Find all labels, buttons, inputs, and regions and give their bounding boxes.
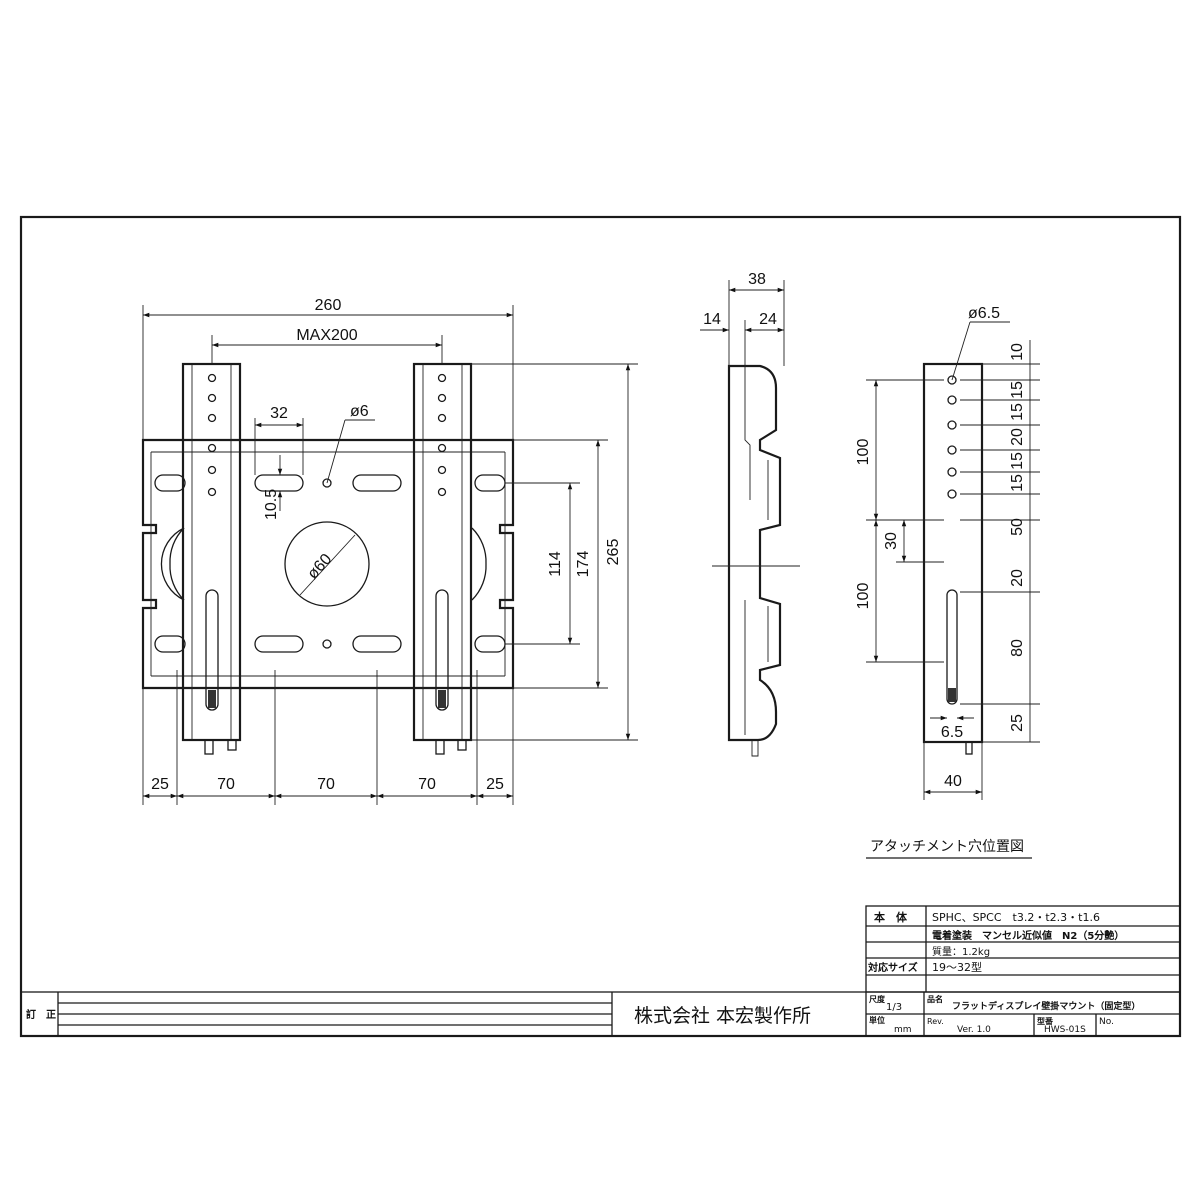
body-material: SPHC、SPCC t3.2・t2.3・t1.6 — [932, 911, 1100, 924]
dim-32: 32 — [270, 405, 288, 422]
scale-label: 尺度 — [869, 994, 886, 1004]
dim-r25: 25 — [1009, 714, 1026, 732]
attachment-plate — [922, 362, 984, 744]
model-label: 型番 — [1037, 1016, 1054, 1026]
slot — [352, 635, 402, 653]
dim-max200: MAX200 — [296, 327, 357, 344]
side-view: 38 14 24 — [700, 271, 800, 757]
body-label: 本 体 — [874, 910, 908, 924]
slot — [254, 635, 304, 653]
dim-r15d: 15 — [1009, 474, 1026, 492]
dim-24: 24 — [759, 311, 777, 328]
slot — [352, 474, 402, 492]
unit-label: 単位 — [869, 1015, 885, 1025]
title-block: 本 体 SPHC、SPCC t3.2・t2.3・t1.6 電着塗装 マンセル近似… — [20, 905, 1181, 1037]
right-arm-slot — [435, 589, 449, 711]
hole — [322, 639, 332, 649]
dim-265: 265 — [605, 539, 622, 566]
mass: 質量：1.2kg — [932, 945, 990, 958]
dim-l100b: 100 — [855, 583, 872, 610]
dim-r15b: 15 — [1009, 403, 1026, 421]
scale-value: 1/3 — [886, 1002, 902, 1013]
dim-w6-5: 6.5 — [941, 724, 963, 741]
dim-114: 114 — [547, 551, 564, 577]
right-arm-holes — [437, 373, 447, 497]
slot — [254, 474, 304, 492]
size-label: 対応サイズ — [867, 961, 918, 974]
attachment-holes — [947, 375, 957, 499]
hole — [322, 478, 332, 488]
dim-10-5: 10.5 — [263, 489, 280, 520]
dim-25-right: 25 — [486, 776, 504, 793]
attachment-caption: アタッチメント穴位置図 — [870, 839, 1024, 855]
no-label: No. — [1099, 1017, 1114, 1027]
side-profile — [727, 364, 782, 742]
coating: 電着塗装 マンセル近似値 N2（5分艶） — [932, 929, 1124, 942]
dim-25-left: 25 — [151, 776, 169, 793]
dim-d6-5: ø6.5 — [968, 305, 1000, 322]
left-arm-slot — [205, 589, 219, 711]
product-name: フラットディスプレイ壁掛マウント（固定型） — [952, 1000, 1140, 1012]
dim-r20b: 20 — [1009, 569, 1026, 587]
dim-l100a: 100 — [855, 439, 872, 466]
dim-d60: ø60 — [304, 551, 335, 583]
dim-l30: 30 — [883, 532, 900, 550]
slot — [154, 635, 186, 653]
name-label: 品名 — [927, 994, 943, 1004]
dim-d6: ø6 — [350, 403, 369, 420]
slot — [154, 474, 186, 492]
revision-label: 訂 正 — [26, 1008, 56, 1021]
dim-r20: 20 — [1009, 428, 1026, 446]
company-name: 株式会社 本宏製作所 — [634, 1005, 811, 1027]
dim-174: 174 — [575, 551, 592, 578]
rev-label: Rev. — [927, 1017, 944, 1026]
dim-70-a: 70 — [217, 776, 235, 793]
slot — [474, 474, 506, 492]
dim-260: 260 — [315, 297, 342, 314]
dim-r10: 10 — [1009, 343, 1026, 361]
dim-r50: 50 — [1009, 518, 1026, 536]
model-value: HWS-01S — [1044, 1025, 1086, 1035]
front-view: 260 MAX200 32 ø6 10.5 ø60 114 174 — [141, 297, 638, 805]
dim-r15c: 15 — [1009, 452, 1026, 470]
rev-value: Ver. 1.0 — [957, 1025, 991, 1035]
dim-14: 14 — [703, 311, 721, 328]
slot — [474, 635, 506, 653]
dim-r15a: 15 — [1009, 381, 1026, 399]
dim-r80: 80 — [1009, 639, 1026, 657]
attachment-view: ø6.5 10 15 15 20 15 15 50 20 80 25 100 1… — [855, 305, 1040, 859]
unit-value: mm — [894, 1025, 912, 1035]
size-value: 19～32型 — [932, 960, 982, 974]
attachment-slot — [946, 589, 958, 705]
center-cutout — [284, 521, 370, 607]
dim-38: 38 — [748, 271, 766, 288]
left-arm-holes — [207, 373, 217, 497]
dim-70-b: 70 — [317, 776, 335, 793]
dim-70-c: 70 — [418, 776, 436, 793]
dim-w40: 40 — [944, 773, 962, 790]
